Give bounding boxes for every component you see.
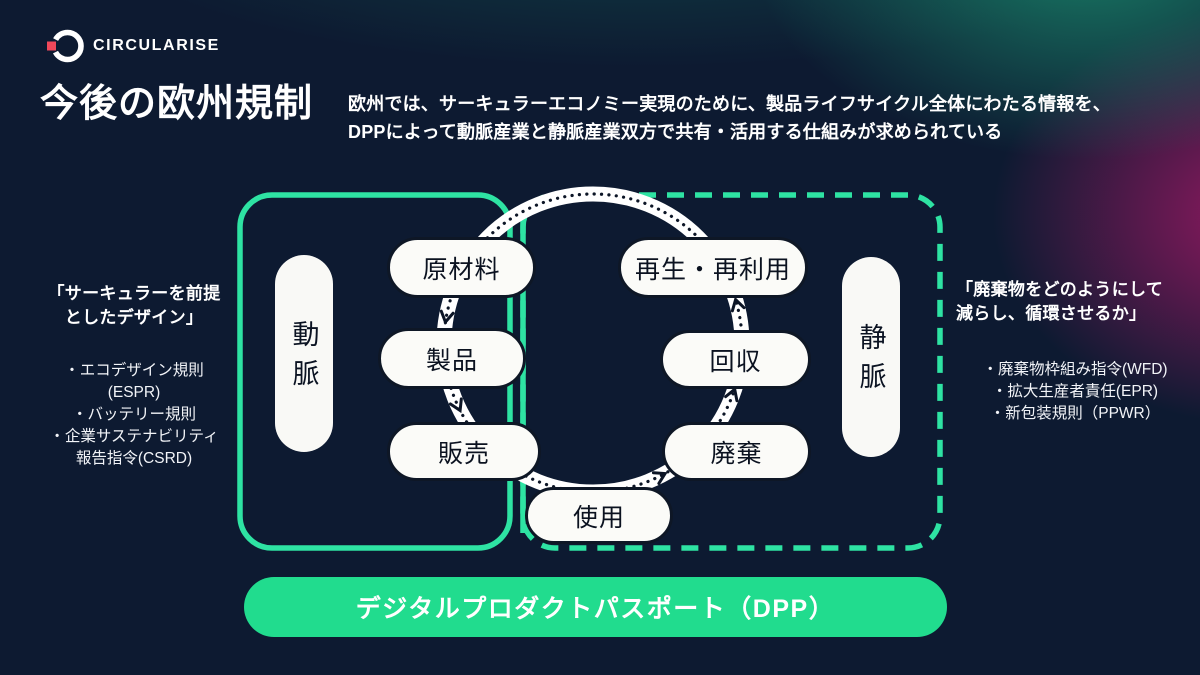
left-heading-line-1: 「サーキュラーを前提 — [47, 284, 221, 303]
node-recycle-reuse: 再生・再利用 — [618, 237, 808, 298]
node-disposal: 廃棄 — [662, 422, 811, 481]
logo-red-square — [47, 41, 56, 51]
node-use: 使用 — [525, 487, 673, 544]
dpp-banner: デジタルプロダクトパスポート（DPP） — [244, 577, 947, 637]
left-bullet-csrd-line-2: 報告指令(CSRD) — [75, 450, 193, 468]
left-panel: 「サーキュラーを前提 としたデザイン」 ・エコデザイン規則 (ESPR) ・バッ… — [28, 282, 240, 470]
flow-arrow-collection-to-recycle — [730, 296, 746, 313]
left-bullet-ecodesign: ・エコデザイン規則 — [64, 362, 204, 380]
left-bullet-battery: ・バッテリー規則 — [71, 406, 196, 424]
right-bullet-wfd: ・廃棄物枠組み指令(WFD) — [982, 361, 1168, 379]
flow-arrow-use-to-disposal — [651, 471, 668, 485]
right-panel-bullets: ・廃棄物枠組み指令(WFD) ・拡大生産者責任(EPR) ・新包装規則（PPWR… — [956, 359, 1194, 425]
left-panel-heading: 「サーキュラーを前提 としたデザイン」 — [28, 282, 240, 330]
node-sales: 販売 — [387, 422, 541, 481]
left-bullet-csrd-line-1: ・企業サステナビリティ — [49, 428, 219, 446]
venous-pill: 静脈 — [842, 257, 900, 457]
page-title: 今後の欧州規制 — [40, 83, 314, 125]
flow-arrow-product-to-sales — [448, 397, 463, 414]
subtitle: 欧州では、サーキュラーエコノミー実現のために、製品ライフサイクル全体にわたる情報… — [348, 90, 1148, 146]
node-product: 製品 — [378, 328, 526, 389]
subtitle-line-1: 欧州では、サーキュラーエコノミー実現のために、製品ライフサイクル全体にわたる情報… — [348, 94, 1111, 114]
left-heading-line-2: としたデザイン」 — [64, 308, 204, 328]
node-collection: 回収 — [660, 330, 811, 389]
flow-arrow-rawmaterials-to-product — [439, 309, 455, 325]
node-raw-materials: 原材料 — [387, 237, 536, 298]
right-heading-line-1: 「廃棄物をどのようにして — [956, 280, 1164, 299]
arterial-pill: 動脈 — [275, 255, 333, 452]
arterial-label: 動脈 — [288, 319, 319, 399]
dpp-banner-label: デジタルプロダクトパスポート（DPP） — [355, 595, 836, 623]
venous-label: 静脈 — [855, 323, 886, 402]
logo-wordmark: CIRCULARISE — [93, 37, 220, 54]
logo: CIRCULARISE — [46, 26, 220, 66]
right-panel: 「廃棄物をどのようにして 減らし、循環させるか」 ・廃棄物枠組み指令(WFD) … — [956, 278, 1194, 425]
left-panel-bullets: ・エコデザイン規則 (ESPR) ・バッテリー規則 ・企業サステナビリティ 報告… — [28, 360, 240, 470]
right-panel-heading: 「廃棄物をどのようにして 減らし、循環させるか」 — [956, 278, 1194, 326]
flow-arrow-disposal-to-collection — [724, 386, 739, 403]
right-bullet-ppwr: ・新包装規則（PPWR） — [989, 405, 1161, 423]
circularise-ring-icon — [47, 29, 84, 63]
subtitle-line-2: DPPによって動脈産業と静脈産業双方で共有・活用する仕組みが求められている — [348, 122, 1003, 142]
right-heading-line-2: 減らし、循環させるか」 — [956, 304, 1147, 324]
right-bullet-epr: ・拡大生産者責任(EPR) — [991, 383, 1159, 401]
left-bullet-espr: (ESPR) — [107, 384, 161, 402]
